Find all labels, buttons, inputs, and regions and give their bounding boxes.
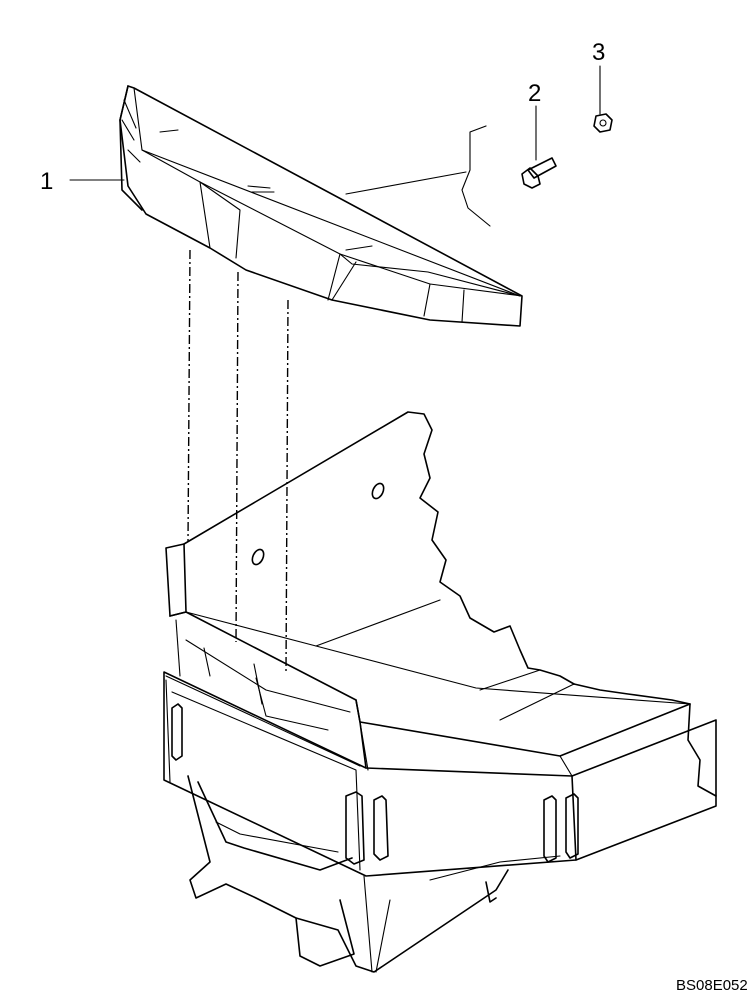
mount-flange-outline: [345, 125, 491, 227]
drawing-reference-code: BS08E052: [676, 977, 748, 994]
nut-part-3: [593, 65, 613, 133]
assembly-dash-lines: [187, 249, 289, 673]
machine-frame: [163, 411, 717, 973]
bracket-part-1: [119, 85, 523, 327]
bolt-part-2: [521, 105, 557, 189]
callout-2-label: 2: [528, 80, 541, 107]
callout-3-label: 3: [592, 39, 605, 66]
callout-1-label: 1: [40, 168, 53, 195]
